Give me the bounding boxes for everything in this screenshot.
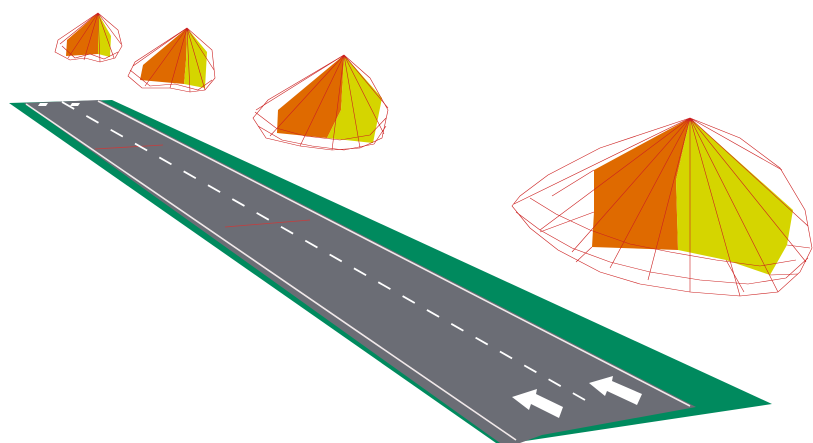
mound-face-light [98,13,111,57]
mound-face-dark [66,13,98,56]
mound-2 [128,28,215,92]
mound-1 [55,13,122,62]
mound-face-dark [592,118,690,250]
mound-4 [512,118,812,296]
mound-3 [253,55,388,150]
